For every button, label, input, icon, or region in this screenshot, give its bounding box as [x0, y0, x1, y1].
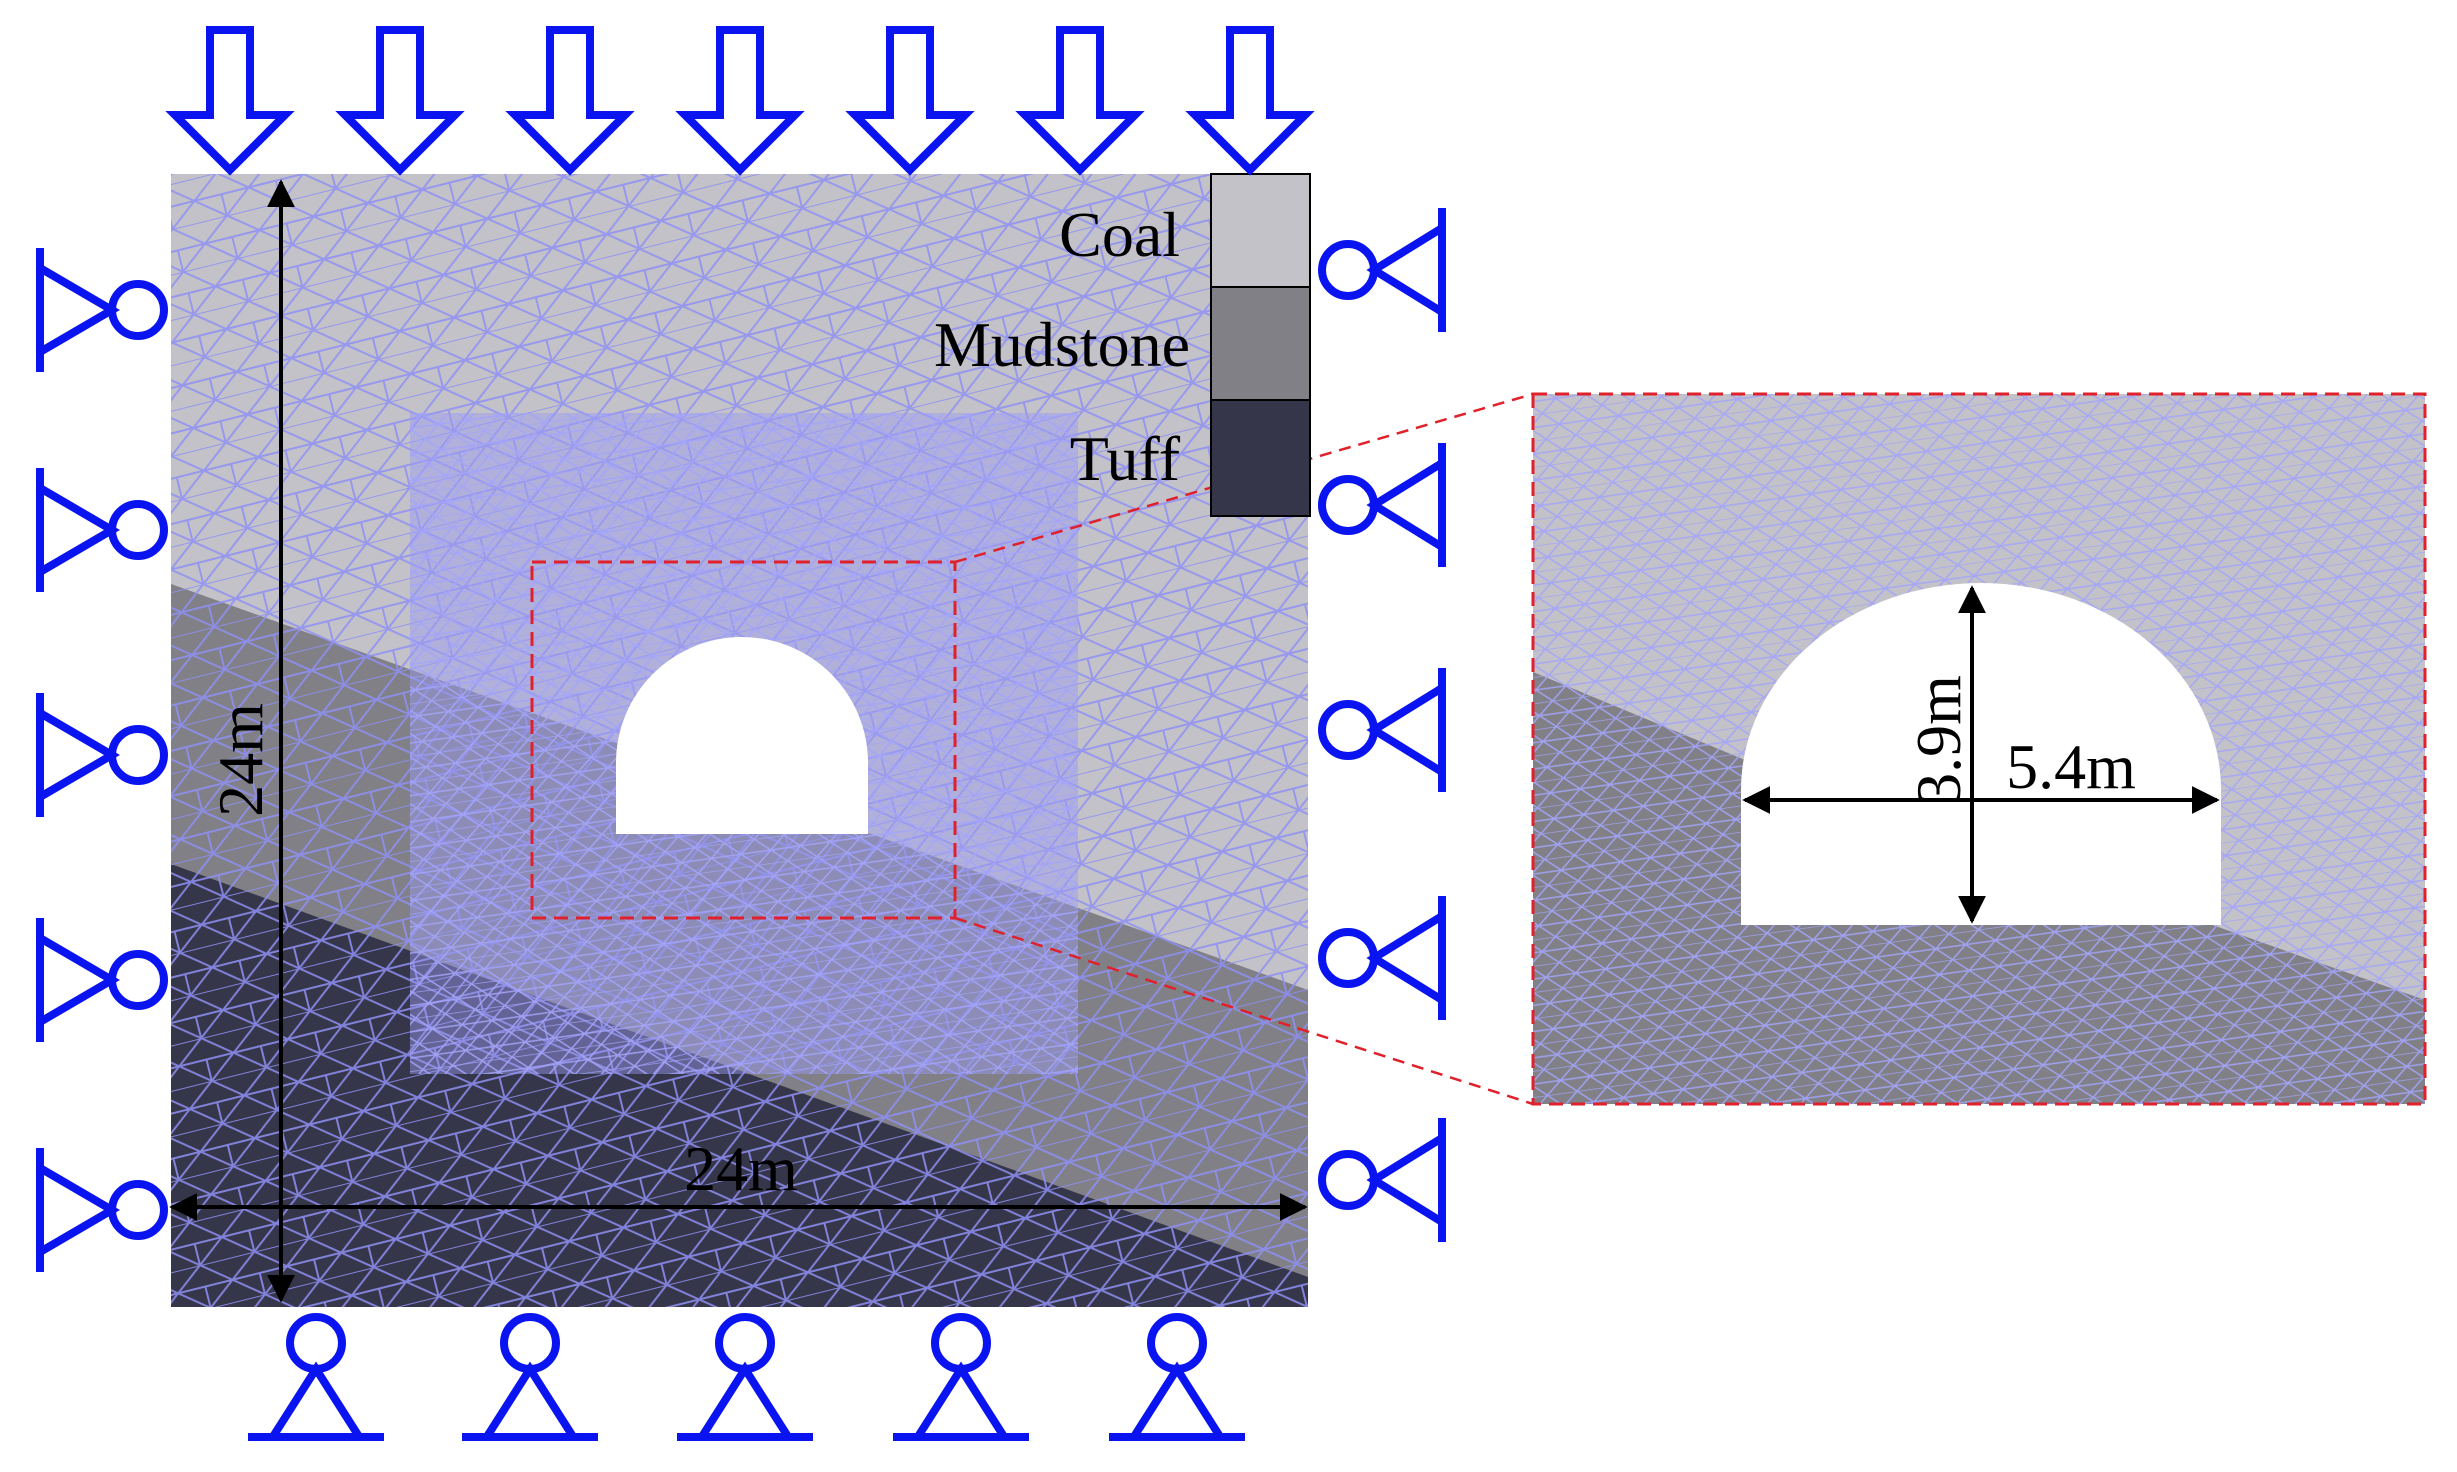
- legend-label-coal: Coal: [1059, 199, 1180, 270]
- model-width-label: 24m: [684, 1133, 798, 1204]
- load-arrow-icon: [675, 26, 805, 176]
- roller-circle-icon: [931, 1313, 991, 1373]
- boundary-conditions: [36, 26, 1446, 1441]
- tunnel-width-label: 5.4m: [2006, 731, 2136, 802]
- support-triangle-icon: [37, 264, 120, 356]
- roller-circle-icon: [108, 500, 168, 560]
- roller-circle-icon: [108, 280, 168, 340]
- roller-circle-icon: [108, 950, 168, 1010]
- load-arrow-icon: [1015, 26, 1145, 176]
- roller-circle-icon: [1318, 475, 1378, 535]
- support-triangle-icon: [1366, 459, 1445, 551]
- roller-circle-icon: [1318, 928, 1378, 988]
- roller-circle-icon: [108, 725, 168, 785]
- roller-circle-icon: [286, 1313, 346, 1373]
- roller-circle-icon: [1147, 1313, 1207, 1373]
- legend-swatch-mudstone: [1210, 286, 1311, 401]
- tunnel-height-label: 3.9m: [1903, 675, 1974, 805]
- support-triangle-icon: [1131, 1361, 1223, 1438]
- support-triangle-icon: [270, 1361, 362, 1438]
- detail-region-box: [530, 560, 957, 920]
- model-height-label: 24m: [205, 703, 276, 817]
- load-arrow-icon: [335, 26, 465, 176]
- detail-view: [1533, 394, 2425, 1104]
- load-arrow-icon: [505, 26, 635, 176]
- support-triangle-icon: [37, 709, 120, 801]
- support-triangle-icon: [37, 484, 120, 576]
- legend-swatch-coal: [1210, 173, 1311, 288]
- legend-swatch-tuff: [1210, 399, 1311, 517]
- detail-leader-bottom: [954, 916, 1534, 1106]
- load-arrow-icon: [845, 26, 975, 176]
- support-triangle-icon: [37, 934, 120, 1026]
- legend-label-tuff: Tuff: [1070, 423, 1181, 494]
- roller-circle-icon: [108, 1180, 168, 1240]
- support-triangle-icon: [915, 1361, 1007, 1438]
- material-legend: Coal Mudstone Tuff: [934, 173, 1311, 517]
- load-arrow-icon: [1185, 26, 1315, 176]
- roller-circle-icon: [500, 1313, 560, 1373]
- support-triangle-icon: [1366, 684, 1445, 776]
- legend-label-mudstone: Mudstone: [934, 309, 1190, 380]
- roller-circle-icon: [1318, 240, 1378, 300]
- load-arrow-icon: [165, 26, 295, 176]
- support-triangle-icon: [699, 1361, 791, 1438]
- roller-circle-icon: [1318, 1150, 1378, 1210]
- roller-circle-icon: [1318, 700, 1378, 760]
- support-triangle-icon: [1366, 1134, 1445, 1226]
- support-triangle-icon: [37, 1164, 120, 1256]
- support-triangle-icon: [484, 1361, 576, 1438]
- roller-circle-icon: [715, 1313, 775, 1373]
- detail-frame: [1531, 392, 2427, 1106]
- support-triangle-icon: [1366, 912, 1445, 1004]
- support-triangle-icon: [1366, 224, 1445, 316]
- tunnel-opening: [616, 637, 868, 834]
